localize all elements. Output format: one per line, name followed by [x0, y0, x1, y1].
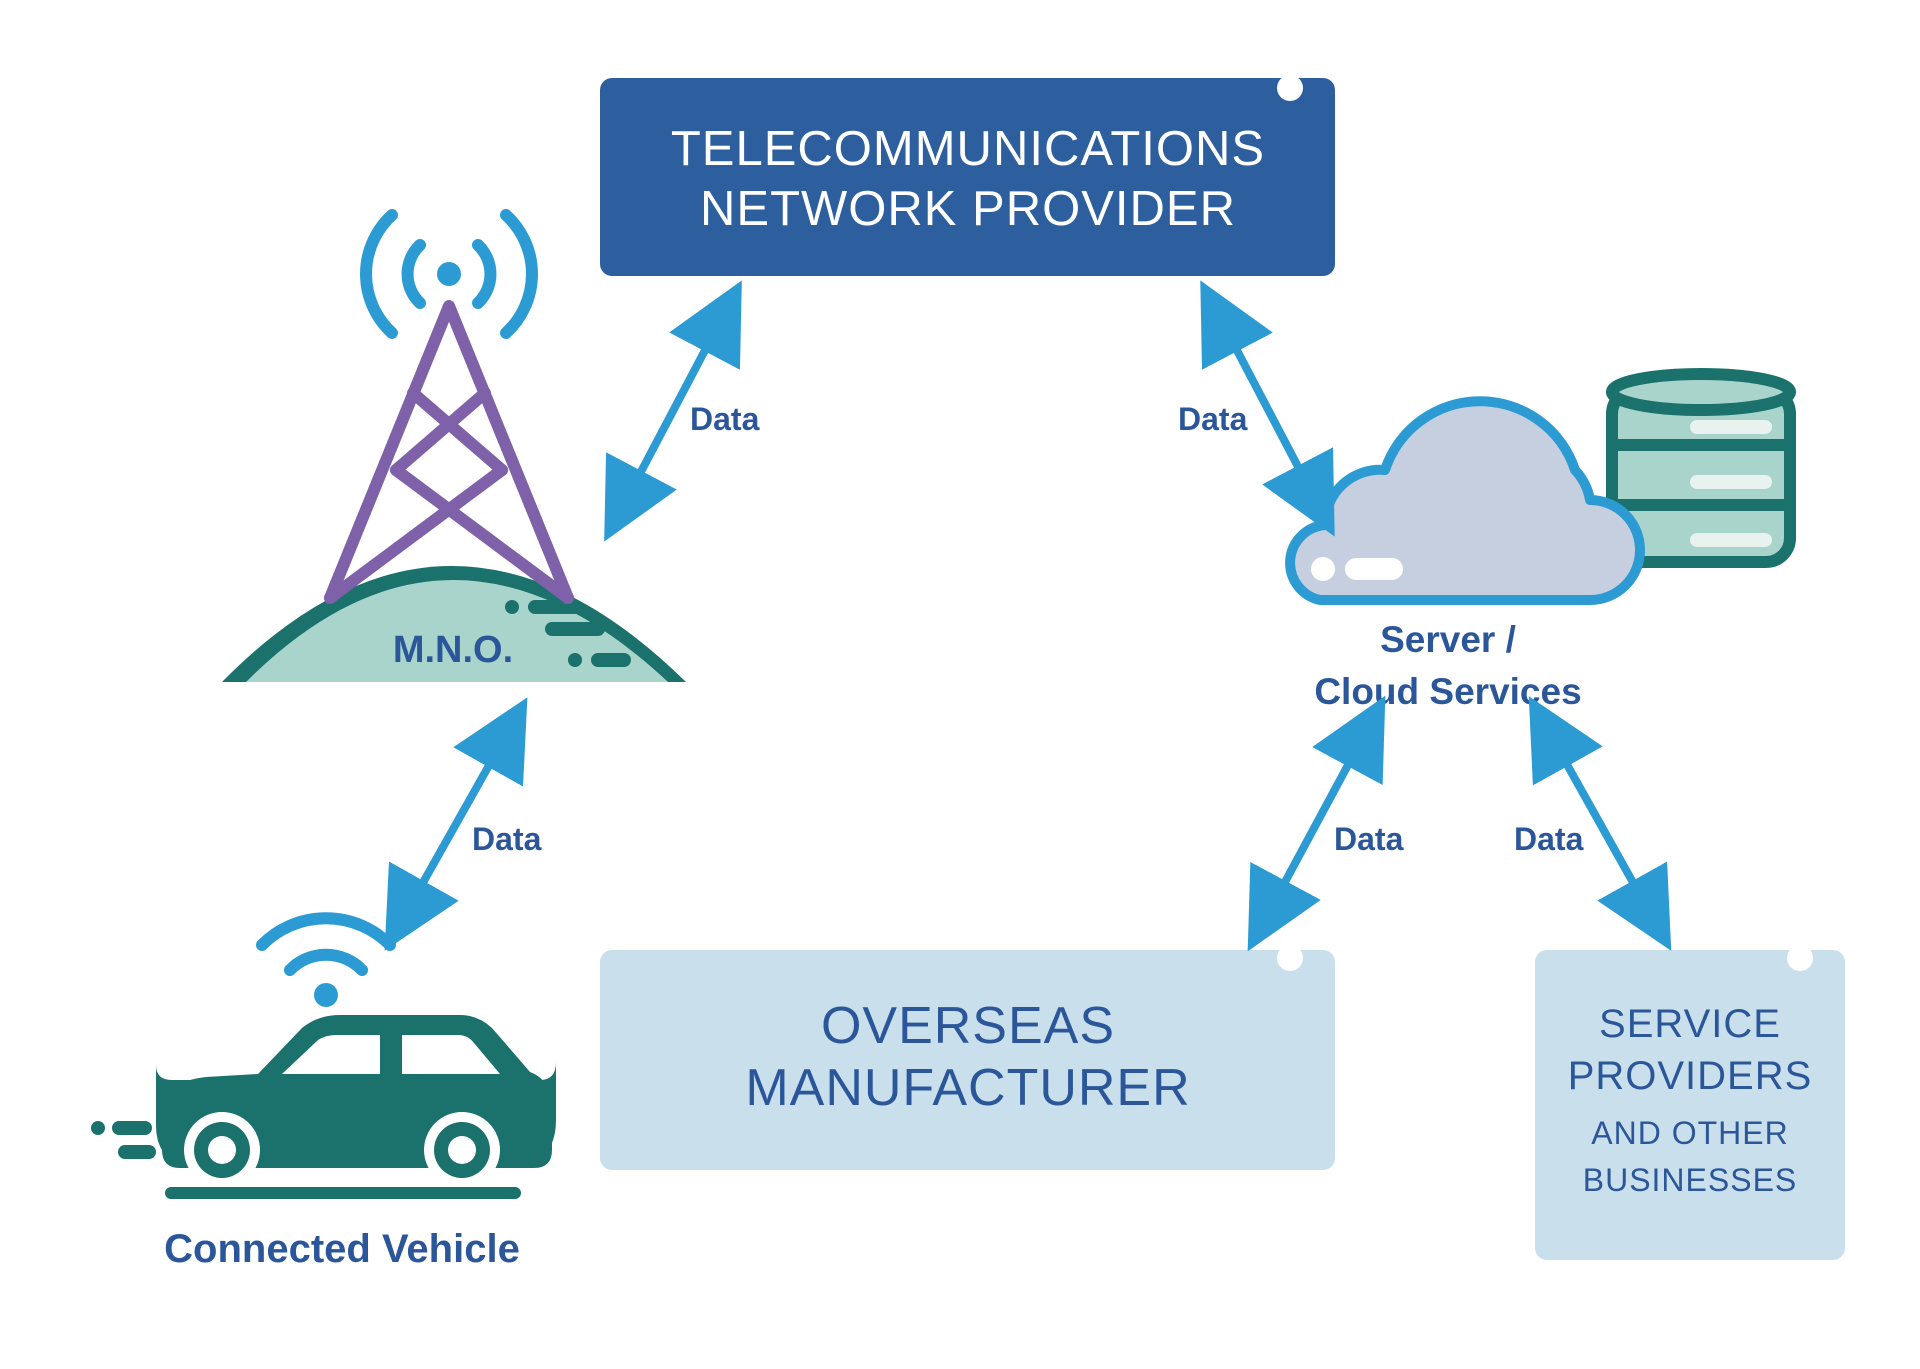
service-title-line2: PROVIDERS: [1568, 1054, 1813, 1098]
cloud-label-line2: Cloud Services: [1314, 671, 1581, 712]
service-title-line3: AND OTHER: [1591, 1115, 1788, 1151]
vehicle-label: Connected Vehicle: [164, 1227, 520, 1271]
overseas-manufacturer-box: OVERSEAS MANUFACTURER: [600, 945, 1335, 1170]
arrow-vehicle-mno: [384, 697, 528, 951]
arrow-cloud-service: [1528, 696, 1672, 951]
service-providers-box: SERVICE PROVIDERS AND OTHER BUSINESSES: [1535, 945, 1845, 1260]
manufacturer-title-line2: MANUFACTURER: [745, 1059, 1190, 1117]
edge-label-vehicle-mno: Data: [472, 821, 542, 857]
arrow-mno-telecom: [604, 280, 742, 542]
service-title-line1: SERVICE: [1599, 1002, 1781, 1046]
edge-label-manufacturer-cloud: Data: [1334, 821, 1404, 857]
edge-label-mno-telecom: Data: [690, 401, 760, 437]
arrow-telecom-cloud: [1200, 280, 1335, 537]
cloud-label-line1: Server /: [1380, 619, 1516, 660]
service-title-line4: BUSINESSES: [1583, 1162, 1798, 1198]
telecom-title-line1: TELECOMMUNICATIONS: [671, 122, 1265, 176]
telecom-title-line2: NETWORK PROVIDER: [700, 182, 1236, 236]
cloud-server-icon: [1285, 368, 1796, 605]
cell-tower-icon: [222, 209, 686, 682]
edge-label-telecom-cloud: Data: [1178, 401, 1248, 437]
manufacturer-title-line1: OVERSEAS: [821, 997, 1115, 1055]
edge-label-cloud-service: Data: [1514, 821, 1584, 857]
connected-car-icon: [91, 912, 556, 1199]
database-icon: [1606, 368, 1796, 568]
mno-label: M.N.O.: [393, 629, 513, 671]
arrow-manufacturer-cloud: [1247, 695, 1386, 952]
telecom-provider-box: TELECOMMUNICATIONS NETWORK PROVIDER: [600, 75, 1335, 276]
